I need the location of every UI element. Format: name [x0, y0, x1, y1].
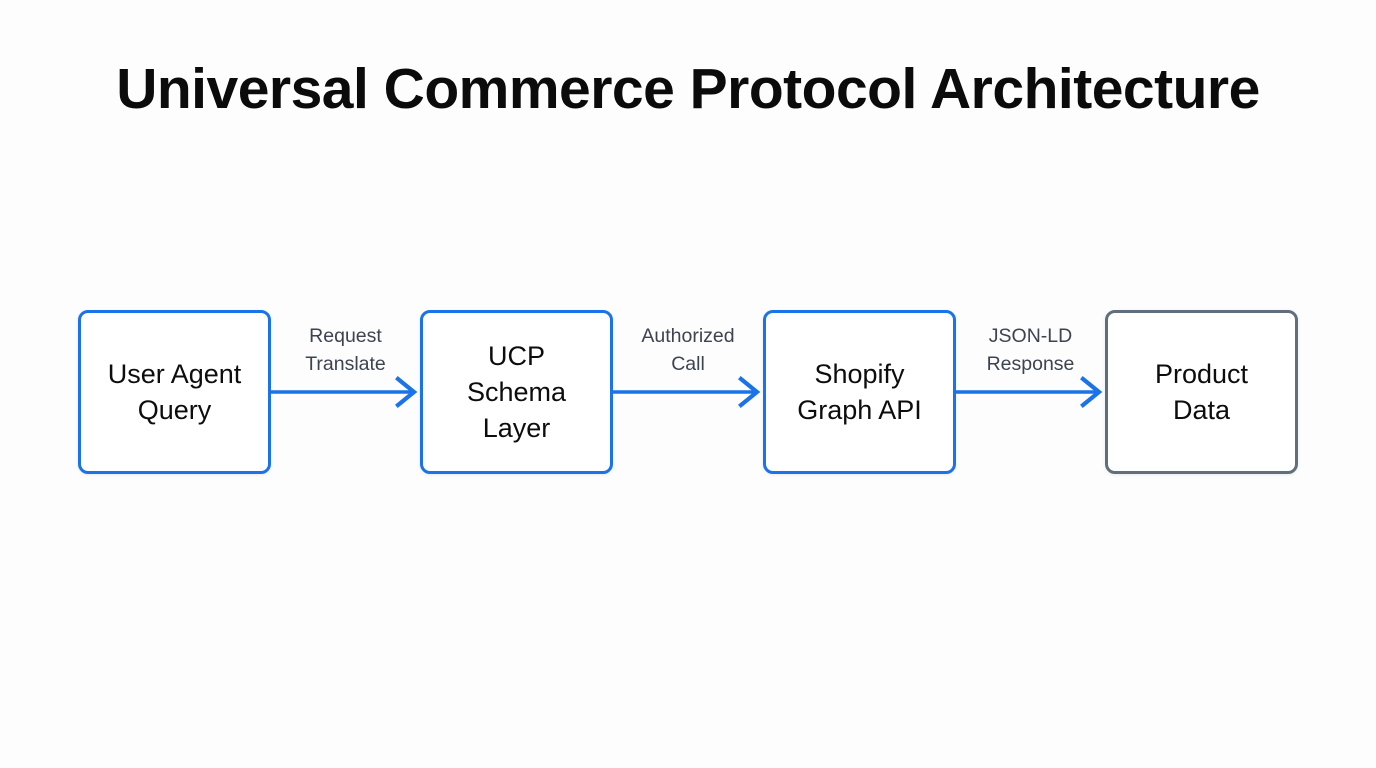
arrow-icon — [613, 376, 761, 408]
flow-row: User Agent Query Request Translate UCP S… — [0, 310, 1376, 474]
node-ucp-schema-layer[interactable]: UCP Schema Layer — [420, 310, 613, 474]
page-title: Universal Commerce Protocol Architecture — [116, 57, 1260, 121]
node-label: User Agent Query — [107, 359, 242, 425]
node-product-data[interactable]: Product Data — [1105, 310, 1298, 474]
arrow-icon — [271, 376, 418, 408]
node-user-agent-query[interactable]: User Agent Query — [78, 310, 271, 474]
edge-label-json-ld-response: JSON-LD Response — [986, 325, 1075, 375]
node-label: Shopify Graph API — [797, 359, 922, 425]
edge-label-request-translate: Request Translate — [305, 325, 386, 375]
connector-ucp-schema-to-shopify-api: Authorized Call — [613, 310, 763, 474]
node-label: UCP Schema Layer — [466, 341, 567, 443]
edge-label-authorized-call: Authorized Call — [641, 325, 735, 375]
node-label: Product Data — [1154, 359, 1249, 425]
connector-user-agent-to-ucp-schema: Request Translate — [271, 310, 420, 474]
arrow-icon — [956, 376, 1103, 408]
node-shopify-graph-api[interactable]: Shopify Graph API — [763, 310, 956, 474]
connector-shopify-api-to-product-data: JSON-LD Response — [956, 310, 1105, 474]
